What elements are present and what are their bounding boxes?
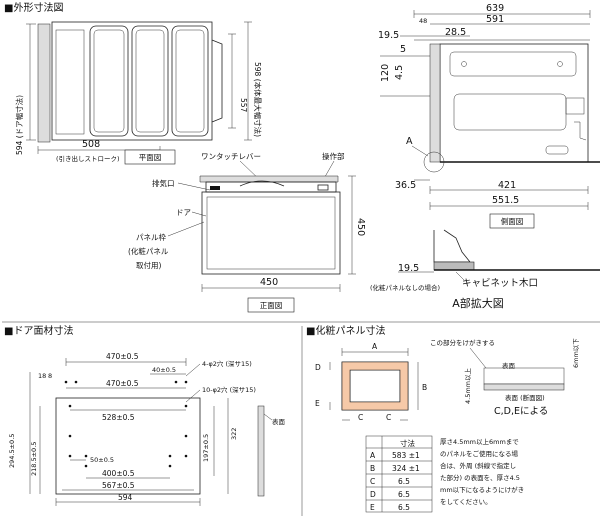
deco-table-key-d: D (370, 490, 376, 499)
side-5-dim: 5 (400, 44, 406, 55)
door-528-dim: 528±0.5 (102, 413, 135, 422)
door-sub1-dim: 40±0.5 (152, 366, 176, 374)
deco-note-line-3: 合は、外周 (斜線で指定し (440, 461, 516, 470)
front-exhaust-label: 排気口 (152, 178, 175, 188)
front-control-label: 操作部 (322, 151, 345, 161)
plan-body-width-dim: 598 (本体最大幅寸法) (253, 62, 263, 137)
deco-table-val-e: 6.5 (398, 503, 410, 512)
deco-e-label: E (315, 399, 320, 408)
door-hole1-label: 4-φ2穴 (深サ15) (202, 359, 252, 368)
deco-table-key-e: E (370, 503, 375, 512)
door-567-dim: 567±0.5 (102, 481, 135, 490)
deco-table-header: 寸法 (400, 438, 415, 448)
side-19-5-dim: 19.5 (378, 30, 399, 41)
side-depth-dim: 591 (486, 14, 504, 25)
deco-panel-view: A B D E C C この部分をけがきする 表面 4.5mm以上 6mm以下 … (315, 338, 580, 513)
deco-note-line-2: のパネルをご使用になる場 (440, 449, 519, 458)
side-48-dim: 48 (419, 17, 427, 25)
deco-note-line-4: た部分) の表面を、厚さ4.5 (440, 473, 520, 482)
front-panel-note-1: (化粧パネル (128, 246, 169, 256)
plan-door-width-dim: 594 (ドア幅寸法) (14, 95, 24, 155)
deco-c-label-left: C (358, 413, 363, 422)
deco-thickness-label: 4.5mm以上 (463, 367, 472, 404)
deco-section-label: 表面 (断面図) (505, 393, 545, 402)
deco-surface-label: 表面 (502, 361, 516, 370)
deco-table-val-b: 324 ±1 (392, 464, 420, 473)
door-8-dim: 8 (48, 372, 52, 380)
door-594-dim: 594 (118, 493, 133, 502)
side-120-dim: 120 (380, 64, 391, 82)
deco-limit-label: 6mm以下 (572, 338, 580, 368)
side-a-marker: A (406, 136, 413, 147)
door-18-dim: 18 (38, 372, 46, 380)
door-400-dim: 400±0.5 (102, 469, 135, 478)
front-lever-label: ワンタッチレバー (201, 152, 261, 161)
side-view: 639 591 48 19.5 28.5 5 120 4.5 A 36.5 42 (378, 3, 600, 229)
plan-view-label: 平面図 (139, 153, 162, 162)
side-551-5-dim: 551.5 (492, 195, 519, 206)
section-door-title: ■ドア面材寸法 (4, 324, 73, 337)
door-surface-label: 表面 (272, 417, 286, 426)
side-4-5-dim: 4.5 (394, 65, 405, 80)
deco-by-label: C,D,Eによる (494, 406, 548, 417)
plan-stroke-dim: 508 (82, 139, 100, 150)
door-right197-dim: 197±0.5 (202, 434, 210, 462)
door-top1-dim: 470±0.5 (106, 352, 139, 361)
door-hole2-label: 10-φ2穴 (深サ15) (202, 385, 256, 394)
side-36-5-dim: 36.5 (395, 180, 416, 191)
deco-table-val-a: 583 ±1 (392, 451, 420, 460)
deco-callout: この部分をけがきする (430, 338, 495, 347)
door-panel-view: 470±0.5 4-φ2穴 (深サ15) 40±0.5 18 8 470±0.5… (8, 352, 286, 506)
deco-a-label: A (372, 342, 378, 351)
plan-inner-width-dim: 557 (239, 98, 248, 113)
deco-dim-table: 寸法 A 583 ±1 B 324 ±1 C 6.5 D 6.5 E 6.5 (365, 435, 433, 513)
deco-table-key-a: A (370, 451, 376, 460)
side-28-5-dim: 28.5 (445, 27, 466, 38)
deco-note-line-1: 厚さ4.5mm以上6mmまで (440, 437, 519, 446)
deco-note: 厚さ4.5mm以上6mmまで のパネルをご使用になる場 合は、外周 (斜線で指定… (440, 437, 524, 506)
deco-table-key-c: C (370, 477, 375, 486)
front-width-dim: 450 (260, 277, 278, 288)
side-total-dim: 639 (486, 3, 504, 14)
door-50-dim: 50±0.5 (90, 456, 114, 464)
detail-cabinet-label: キャビネット木口 (462, 277, 538, 289)
deco-note-line-5: mm以下になるようにけがき (440, 485, 524, 494)
side-view-label: 側面図 (501, 216, 524, 226)
deco-table-val-c: 6.5 (398, 477, 410, 486)
deco-table-val-d: 6.5 (398, 490, 410, 499)
detail-view-label: A部拡大図 (452, 296, 504, 310)
door-top2-dim: 470±0.5 (106, 379, 139, 388)
deco-c-label-right: C (386, 413, 391, 422)
deco-table-key-b: B (370, 464, 375, 473)
front-view: ワンタッチレバー 操作部 排気口 ドア パネル枠 (化粧パネル 取付用) 450… (128, 151, 366, 313)
door-left-sub-dim: 218.5±0.5 (30, 442, 38, 476)
deco-note-line-6: をしてください。 (440, 498, 492, 506)
detail-a-view: 19.5 (化粧パネルなしの場合) キャビネット木口 A部拡大図 (370, 229, 600, 310)
detail-19-5-dim: 19.5 (398, 263, 419, 274)
section-deco-title: ■化粧パネル寸法 (306, 324, 385, 337)
front-panel-frame-label: パネル枠 (136, 232, 166, 242)
front-view-label: 正面図 (260, 301, 283, 310)
door-right322-dim: 322 (230, 428, 238, 440)
front-height-dim: 450 (355, 218, 366, 236)
side-421-dim: 421 (498, 180, 516, 191)
front-door-label: ドア (176, 208, 191, 217)
detail-no-panel-note: (化粧パネルなしの場合) (370, 283, 440, 292)
door-holes (64, 380, 188, 468)
deco-d-label: D (315, 363, 321, 372)
door-left-total-dim: 294.5±0.5 (8, 434, 16, 468)
deco-b-label: B (422, 383, 427, 392)
front-panel-note-2: 取付用) (136, 260, 161, 270)
section-outer-title: ■外形寸法図 (4, 1, 63, 14)
plan-view: 594 (ドア幅寸法) 557 598 (本体最大幅寸法) 508 (引き出しス… (14, 21, 263, 165)
plan-stroke-note: (引き出しストローク) (56, 154, 120, 163)
